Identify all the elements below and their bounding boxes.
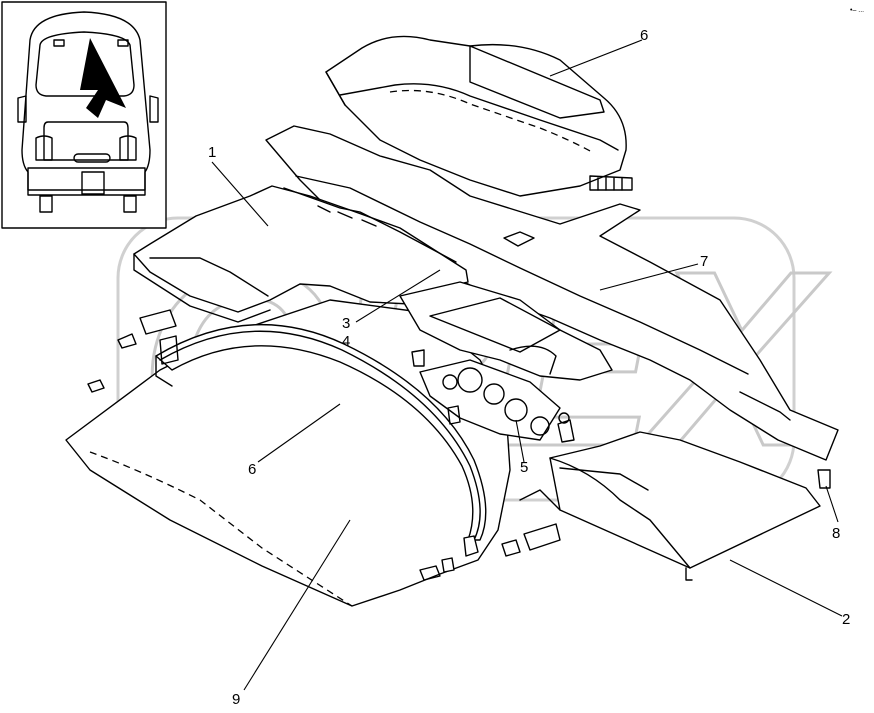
callout-4: 4: [342, 333, 350, 350]
callout-5: 5: [520, 459, 528, 476]
corner-mark: •‒ ...: [850, 7, 864, 14]
location-arrow-icon: [80, 38, 126, 118]
leader-lines: [211, 39, 843, 691]
wheel-arch-trim: [155, 324, 487, 541]
wheel-arch-cover-upper: [325, 35, 633, 197]
callout-9: 9: [232, 691, 240, 708]
callout-8: 8: [832, 525, 840, 542]
floor-panel-right: [549, 431, 821, 581]
callout-3: 3: [342, 315, 350, 332]
callout-2: 2: [842, 611, 850, 628]
floor-panel-left: [133, 185, 469, 323]
callout-6-top: 6: [640, 27, 648, 44]
bracket: [139, 309, 561, 573]
callout-1: 1: [208, 144, 216, 161]
screw-fastener: [87, 333, 831, 581]
callout-6-mid: 6: [248, 461, 256, 478]
callout-7: 7: [700, 253, 708, 270]
bus-rear-view-icon: [1, 1, 167, 229]
callout-labels: 6 1 7 3 4 5 6 8 2 9: [208, 27, 850, 708]
center-console: [399, 281, 613, 441]
